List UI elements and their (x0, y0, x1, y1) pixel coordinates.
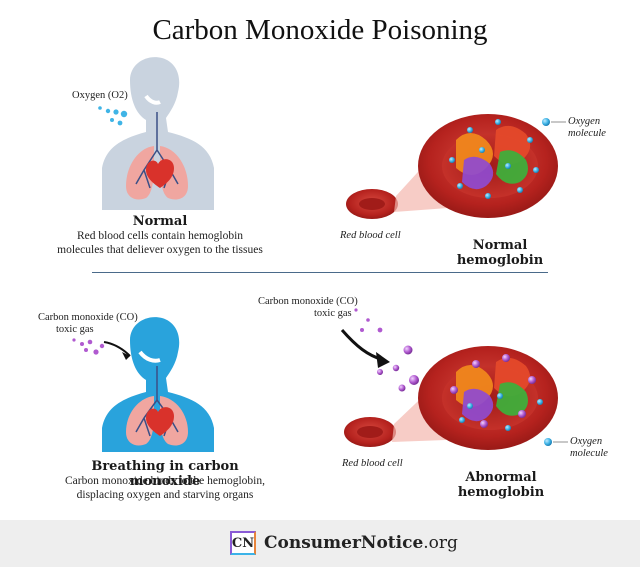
brand-logo[interactable]: CN ConsumerNotice.org (230, 531, 458, 555)
normal-caption-body-1: Red blood cells contain hemoglobin (76, 230, 244, 242)
co-label-right-1: Carbon monoxide (CO) (258, 296, 358, 307)
page-title: Carbon Monoxide Poisoning (152, 14, 488, 46)
arrow-icon (376, 352, 390, 368)
brand-name: ConsumerNotice.org (264, 533, 458, 553)
co-molecule-icon (72, 338, 105, 355)
co-label-left-1: Carbon monoxide (CO) (38, 312, 138, 323)
arrow-icon (103, 341, 131, 357)
human-torso-icon (102, 57, 214, 210)
heart-icon (146, 407, 174, 436)
co-caption-body-2: displacing oxygen and starving organs (76, 489, 254, 501)
hemoglobin-icon (418, 114, 558, 218)
co-caption-title: Breathing in carbon monoxide (91, 459, 239, 489)
co-label-right-2: toxic gas (314, 308, 352, 319)
normal-caption-title: Normal (132, 214, 188, 229)
hemoglobin-icon (418, 346, 558, 450)
brand-tld: .org (423, 533, 458, 553)
normal-caption-body-2: molecules that deliever oxygen to the ti… (57, 244, 263, 256)
oxygen-molecule-icon (544, 438, 552, 446)
co-caption-body-1: Carbon monoxide binds to the hemoglobin, (65, 475, 265, 487)
oxygen-molecule-label-2: molecule (568, 128, 606, 139)
arrow-icon (122, 352, 130, 360)
red-blood-cell-icon (346, 189, 398, 219)
footer (0, 520, 640, 567)
abnormal-hemoglobin-title: Abnormal hemoglobin (457, 470, 545, 500)
co-molecule-icon (354, 308, 419, 392)
oxygen-molecule-label-2: molecule (570, 448, 608, 459)
brand-name-text: ConsumerNotice (264, 533, 424, 553)
rbc-label: Red blood cell (340, 230, 401, 241)
logo-mark: CN (230, 531, 256, 555)
section-divider (92, 272, 548, 273)
heart-icon (146, 159, 174, 188)
oxygen-molecule-label-1: Oxygen (570, 436, 603, 447)
red-blood-cell-icon (344, 417, 396, 447)
co-label-left-2: toxic gas (56, 324, 94, 335)
oxygen-molecule-icon (98, 106, 128, 126)
normal-hemoglobin-title: Normal hemoglobin (456, 238, 544, 268)
oxygen-molecule-label-1: Oxygen (568, 116, 601, 127)
oxygen-label: Oxygen (O2) (72, 90, 128, 101)
oxygen-molecule-icon (542, 118, 550, 126)
rbc-label: Red blood cell (342, 458, 403, 469)
